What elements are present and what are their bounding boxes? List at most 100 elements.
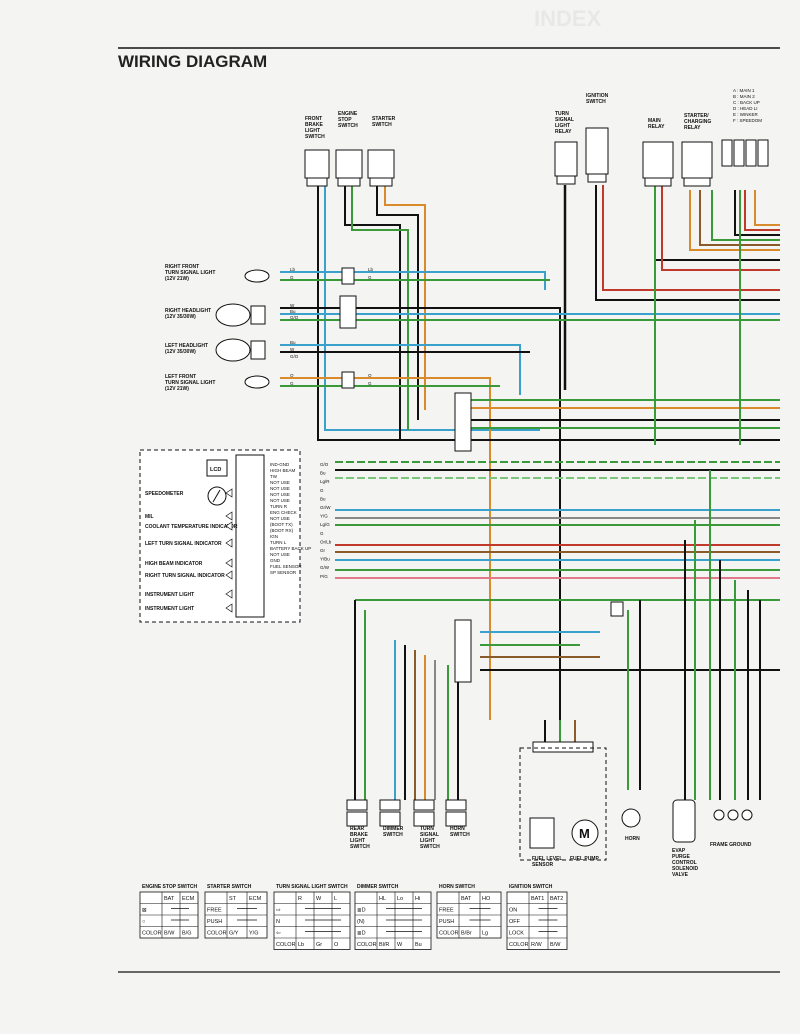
table-title: STARTER SWITCH: [207, 884, 252, 890]
meter-pin-label: FUEL SENSOR: [270, 564, 302, 569]
starter-charging-relay-symbol: [681, 141, 713, 179]
turn-signal-relay-connector: [556, 175, 576, 185]
main-relay-label: RELAY: [648, 124, 665, 130]
wire-code: G: [290, 381, 294, 386]
right-headlight-connector: [250, 305, 266, 325]
meter-pin-label: NOT USE: [270, 552, 290, 557]
lcd-box: [206, 459, 228, 477]
table-cell: ○: [142, 919, 145, 925]
turn-signal-switch-symbol: [413, 811, 435, 827]
evap-valve-label: CONTROL: [672, 860, 697, 866]
meter-indicator-label: MIL: [145, 514, 154, 520]
meter-wire-code: Bu: [320, 471, 326, 476]
light-connectors: [339, 267, 472, 452]
lower-junction: [454, 619, 472, 683]
meter-pin-label: NOT USE: [270, 486, 290, 491]
engine-stop-switch-label: SWITCH: [338, 123, 358, 129]
table-cell: Bl/R: [379, 942, 389, 948]
meter-pin-label: SP SENSOR: [270, 570, 297, 575]
turn-signal-relay-symbol: [554, 141, 578, 177]
turn-signal-relay-label: SIGNAL: [555, 117, 574, 123]
fuel-pump-symbol: [571, 819, 599, 847]
indicator-diode-icon: [225, 488, 233, 498]
index-heading: INDEX: [534, 6, 602, 31]
meter-wire-code: Lg/G: [320, 522, 330, 527]
meter-wire-code: Bu: [320, 496, 326, 501]
fuse-symbol: [721, 139, 733, 167]
top-components: FRONTBRAKELIGHTSWITCHENGINESTOPSWITCHSTA…: [304, 93, 769, 187]
rear-brake-switch-connector: [346, 799, 368, 811]
fuse-symbol: [733, 139, 745, 167]
meter-pin-label: TURN L: [270, 540, 287, 545]
turn-signal-relay-label: RELAY: [555, 129, 572, 135]
wire-code: G/O: [290, 354, 299, 359]
fuel-level-sensor-label: SENSOR: [532, 862, 554, 868]
left-front-turn-label: LEFT FRONT: [165, 374, 196, 380]
table-col-header: Hi: [415, 896, 420, 902]
front-brake-switch-label: FRONT: [305, 116, 322, 122]
ignition-switch-label: IGNITION: [586, 93, 609, 99]
wire-code: W: [290, 347, 295, 352]
meter-pin-label: HIGH BEAM: [270, 468, 296, 473]
meter-wire-code: G/O: [320, 462, 329, 467]
engine-stop-switch-label: STOP: [338, 117, 352, 123]
wire-code: O: [290, 373, 294, 378]
meter-wire-code: G/W: [320, 565, 330, 570]
right-front-turn-bulb: [244, 269, 270, 283]
meter-pin-label: TW: [270, 474, 278, 479]
meter-wire-code: Y/G: [320, 514, 328, 519]
table-cell: PUSH: [207, 919, 222, 925]
table-title: IGNITION SWITCH: [509, 884, 553, 890]
meter-box: [139, 449, 301, 623]
table-col-header: ECM: [249, 896, 262, 902]
horn-switch-connector: [445, 799, 467, 811]
table-cell: N: [276, 919, 280, 925]
indicator-diode-icon: [225, 570, 233, 580]
table-cell: COLOR: [357, 942, 377, 948]
meter-indicator-label: SPEEDOMETER: [145, 491, 184, 497]
index-legend-item: F : SPEEDOM: [733, 118, 762, 123]
meter-indicator-label: COOLANT TEMPERATURE INDICATOR: [145, 524, 238, 530]
table-cell: Y/G: [249, 931, 258, 937]
meter-indicator-label: INSTRUMENT LIGHT: [145, 606, 194, 612]
table-title: HORN SWITCH: [439, 884, 475, 890]
ignition-switch-connector: [587, 173, 607, 183]
table-col-header: HL: [379, 896, 386, 902]
table-cell: ⊠: [142, 908, 147, 914]
left-front-turn-label: (12V 21W): [165, 386, 189, 392]
meter-pin-label: (BOOT TX): [270, 522, 293, 527]
engine-stop-switch-label: ENGINE: [338, 111, 358, 117]
fuel-unit-box: [519, 747, 607, 861]
starter-switch-label: SWITCH: [372, 122, 392, 128]
table-cell: Bu: [415, 942, 422, 948]
meter-labels: SPEEDOMETER MIL COOLANT TEMPERATURE INDICA…: [145, 488, 238, 613]
table-col-header: R: [298, 896, 302, 902]
wire-code: Bu: [290, 309, 296, 314]
main-relay-symbol: [642, 141, 674, 179]
turn-signal-switch-connector: [413, 799, 435, 811]
meter-indicator-label: INSTRUMENT LIGHT: [145, 592, 194, 598]
front-brake-switch-symbol: [304, 149, 330, 179]
table-col-header: Lo: [397, 896, 403, 902]
evap-valve-symbol: [672, 799, 696, 843]
table-cell: W: [397, 942, 403, 948]
rear-brake-switch-label: REAR: [350, 826, 365, 832]
meter-wire-code: G: [320, 488, 324, 493]
switch-table: [354, 891, 432, 950]
ground-rings: [713, 809, 753, 821]
svg-text:M: M: [579, 826, 590, 841]
evap-connector: [610, 601, 624, 617]
table-cell: Gr: [316, 942, 322, 948]
turn-signal-switch-label: SWITCH: [420, 844, 440, 850]
right-front-turn-label: RIGHT FRONT: [165, 264, 199, 270]
meter-pin-label: (BOOT RX): [270, 528, 294, 533]
evap-valve-label: SOLENOID: [672, 866, 699, 872]
engine-stop-switch-symbol: [335, 149, 363, 179]
table-cell: O: [334, 942, 339, 948]
indicator-diode-icon: [225, 603, 233, 613]
front-brake-switch-label: LIGHT: [305, 128, 320, 134]
table-cell: B/W: [164, 931, 175, 937]
index-legend-item: B : MAIN 2: [733, 94, 755, 99]
fuse-symbol: [745, 139, 757, 167]
